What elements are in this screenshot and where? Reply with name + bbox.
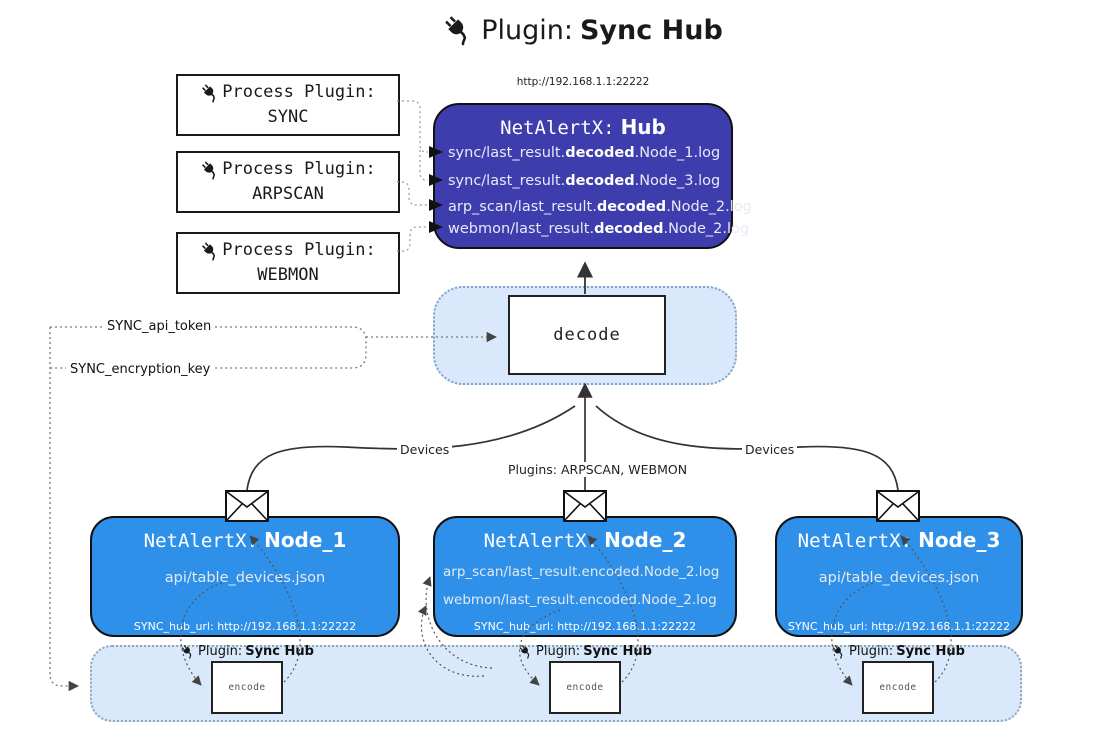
hub-log-line: sync/last_result.decoded.Node_3.log	[448, 173, 721, 189]
strip-plugin-label: Plugin:Sync Hub	[808, 644, 988, 659]
node-line: webmon/last_result.encoded.Node_2.log	[443, 592, 717, 608]
process-plugin-box-arpscan: Process Plugin: ARPSCAN	[176, 151, 400, 213]
envelope-icon	[563, 490, 607, 522]
hub-title-name: Hub	[620, 115, 666, 139]
node-line: api/table_devices.json	[164, 570, 326, 586]
strip-plugin-label: Plugin:Sync Hub	[157, 644, 337, 659]
hub-title: NetAlertX: Hub	[435, 115, 731, 139]
hub-log-line: sync/last_result.decoded.Node_1.log	[448, 145, 721, 161]
hub-title-prefix: NetAlertX:	[500, 117, 615, 139]
title-label: Plugin:	[481, 14, 573, 46]
encode-box: encode	[211, 661, 283, 714]
sync-encryption-key-label: SYNC_encryption_key	[66, 362, 215, 377]
plug-icon	[200, 83, 220, 103]
process-plugin-name: SYNC	[267, 107, 309, 127]
node-box-node3: NetAlertX: Node_3 api/table_devices.json…	[775, 516, 1023, 637]
devices-label-right: Devices	[742, 442, 798, 457]
hub-log-line: webmon/last_result.decoded.Node_2.log	[448, 221, 750, 237]
sync-api-token-label: SYNC_api_token	[103, 319, 216, 334]
hub-box: NetAlertX: Hub sync/last_result.decoded.…	[433, 103, 752, 249]
plugins-label-center: Plugins: ARPSCAN, WEBMON	[505, 462, 691, 477]
node-hub-url: SYNC_hub_url: http://192.168.1.1:22222	[133, 620, 357, 633]
process-plugin-name: WEBMON	[257, 265, 319, 285]
node-line: arp_scan/last_result.encoded.Node_2.log	[443, 564, 720, 580]
devices-label-left: Devices	[397, 442, 453, 457]
plug-icon	[200, 160, 220, 180]
plug-icon	[518, 644, 533, 659]
node-title: NetAlertX: Node_1	[143, 528, 347, 552]
hub-log-line: arp_scan/last_result.decoded.Node_2.log	[448, 199, 752, 215]
process-plugin-name: ARPSCAN	[252, 184, 324, 204]
encode-box: encode	[549, 661, 621, 714]
node-box-node1: NetAlertX: Node_1 api/table_devices.json…	[90, 516, 400, 637]
node-hub-url: SYNC_hub_url: http://192.168.1.1:22222	[473, 620, 697, 633]
plug-icon	[831, 644, 846, 659]
process-plugin-label: Process Plugin:	[222, 159, 376, 180]
node-line: api/table_devices.json	[818, 570, 980, 586]
decode-box: decode	[508, 295, 666, 375]
node-title: NetAlertX: Node_2	[483, 528, 687, 552]
envelope-icon	[876, 490, 920, 522]
encode-box: encode	[862, 661, 934, 714]
hub-url: http://192.168.1.1:22222	[516, 76, 650, 88]
process-plugin-label: Process Plugin:	[222, 82, 376, 103]
strip-plugin-label: Plugin:Sync Hub	[495, 644, 675, 659]
process-plugin-box-sync: Process Plugin: SYNC	[176, 74, 400, 136]
node-title: NetAlertX: Node_3	[797, 528, 1001, 552]
plug-icon	[200, 241, 220, 261]
title-name: Sync Hub	[579, 14, 723, 46]
process-plugin-label: Process Plugin:	[222, 240, 376, 261]
process-plugin-box-webmon: Process Plugin: WEBMON	[176, 232, 400, 294]
plug-icon	[180, 644, 195, 659]
node-hub-url: SYNC_hub_url: http://192.168.1.1:22222	[787, 620, 1011, 633]
plug-icon	[442, 14, 474, 46]
page-title: Plugin: Sync Hub	[0, 14, 1117, 46]
node-box-node2: NetAlertX: Node_2 arp_scan/last_result.e…	[433, 516, 737, 637]
envelope-icon	[225, 490, 269, 522]
